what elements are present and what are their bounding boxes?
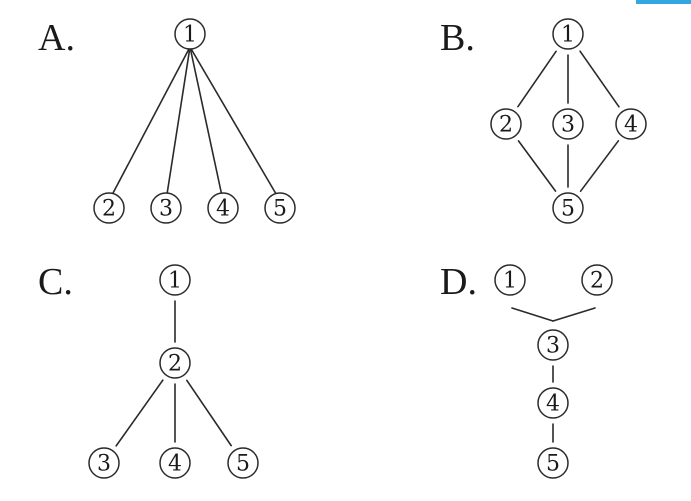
node-circle	[227, 447, 259, 479]
panel-label-d: D.	[440, 261, 477, 303]
panel-d: D. 1 2 3 4 5	[440, 261, 613, 479]
edge-a-1-5	[189, 46, 277, 194]
node-circle	[494, 264, 526, 296]
node-circle	[150, 192, 182, 224]
panel-a: A. 1 2 3 4 5	[38, 17, 296, 224]
edge-b-2-5	[517, 140, 557, 192]
node-number: 1	[168, 269, 182, 294]
node-circle	[88, 447, 120, 479]
node-d-4: 4	[537, 387, 569, 419]
node-circle	[159, 347, 191, 379]
edge-a-1-4	[189, 46, 223, 194]
node-circle	[159, 264, 191, 296]
node-b-3: 3	[552, 108, 584, 140]
node-number: 2	[590, 269, 604, 294]
node-circle	[174, 18, 206, 50]
node-c-4: 4	[159, 447, 191, 479]
node-number: 5	[546, 452, 560, 477]
edge-a-1-3	[166, 46, 191, 194]
panel-label-a: A.	[38, 17, 75, 59]
node-number: 2	[102, 197, 116, 222]
node-c-1: 1	[159, 264, 191, 296]
node-d-1: 1	[494, 264, 526, 296]
node-c-5: 5	[227, 447, 259, 479]
node-number: 3	[561, 113, 575, 138]
node-number: 4	[546, 392, 560, 417]
node-circle	[552, 108, 584, 140]
node-d-2: 2	[581, 264, 613, 296]
node-circle	[207, 192, 239, 224]
node-number: 1	[183, 23, 197, 48]
edge-b-1-4	[579, 50, 620, 108]
node-number: 3	[159, 197, 173, 222]
edge-d-2-3	[552, 307, 596, 322]
edge-c-2-5	[186, 379, 232, 447]
node-b-2: 2	[490, 108, 522, 140]
node-number: 1	[503, 269, 517, 294]
node-circle	[537, 387, 569, 419]
node-number: 4	[168, 452, 182, 477]
edge-d-1-3	[511, 307, 554, 322]
node-a-2: 2	[93, 192, 125, 224]
node-number: 5	[561, 197, 575, 222]
node-number: 4	[216, 197, 230, 222]
node-b-1: 1	[552, 18, 584, 50]
node-c-3: 3	[88, 447, 120, 479]
node-number: 5	[273, 197, 287, 222]
node-number: 3	[97, 452, 111, 477]
node-number: 2	[168, 352, 182, 377]
edge-a-1-2	[112, 46, 191, 194]
node-circle	[490, 108, 522, 140]
node-circle	[264, 192, 296, 224]
node-b-5: 5	[552, 192, 584, 224]
edge-b-1-2	[517, 50, 557, 108]
node-number: 4	[624, 113, 638, 138]
node-number: 2	[499, 113, 513, 138]
panel-b: B. 1 2 3 4 5	[440, 17, 647, 224]
node-d-5: 5	[537, 447, 569, 479]
node-b-4: 4	[615, 108, 647, 140]
node-number: 1	[561, 23, 575, 48]
node-a-1: 1	[174, 18, 206, 50]
node-a-4: 4	[207, 192, 239, 224]
node-a-3: 3	[150, 192, 182, 224]
node-circle	[615, 108, 647, 140]
edge-b-4-5	[579, 140, 620, 192]
edge-c-2-3	[115, 379, 164, 447]
node-d-3: 3	[537, 329, 569, 361]
panel-label-b: B.	[440, 17, 475, 59]
node-circle	[552, 192, 584, 224]
node-circle	[552, 18, 584, 50]
node-number: 3	[546, 334, 560, 359]
node-c-2: 2	[159, 347, 191, 379]
panel-label-c: C.	[38, 261, 73, 303]
node-circle	[581, 264, 613, 296]
node-circle	[159, 447, 191, 479]
corner-accent-bar	[636, 0, 691, 4]
panel-c: C. 1 2 3 4 5	[38, 261, 259, 479]
node-circle	[537, 447, 569, 479]
node-circle	[93, 192, 125, 224]
node-a-5: 5	[264, 192, 296, 224]
node-circle	[537, 329, 569, 361]
node-number: 5	[236, 452, 250, 477]
